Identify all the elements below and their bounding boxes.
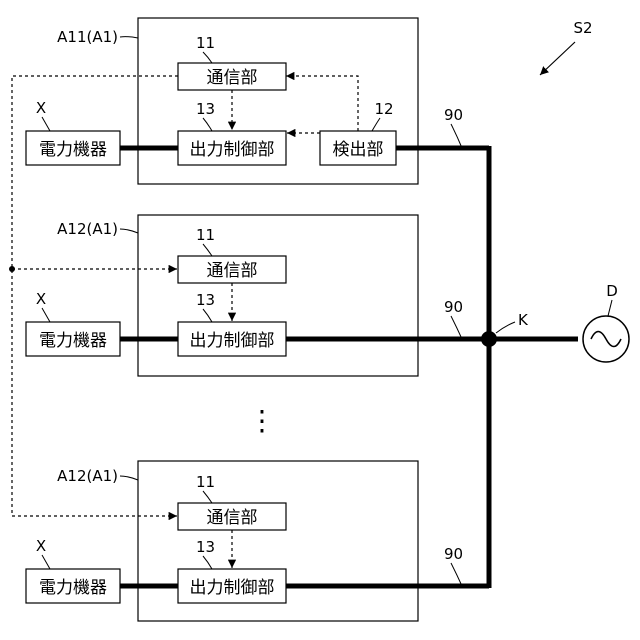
figure-label: S2 (573, 19, 592, 37)
detector-ref-a11: 12 (374, 100, 393, 118)
comm-label-a12-2: 通信部 (207, 508, 258, 528)
ellipsis: ⋮ (248, 404, 276, 437)
comm-ref-a12-2: 11 (196, 473, 215, 491)
device-leader-a11 (42, 117, 50, 131)
ctrl-leader-a12-2 (203, 556, 212, 569)
junction-leader (496, 322, 515, 333)
unit-label-a12-2: A12(A1) (57, 467, 118, 485)
line-leader-a12-1 (451, 316, 462, 339)
ctrl-label-a12-1: 出力制御部 (190, 331, 275, 351)
ctrl-label-a12-2: 出力制御部 (190, 578, 275, 598)
unit-label-a12-1: A12(A1) (57, 220, 118, 238)
ctrl-ref-a12-2: 13 (196, 538, 215, 556)
ctrl-leader-a11 (203, 118, 212, 131)
unit-label-a11: A11(A1) (57, 28, 118, 46)
comm-ref-a12-1: 11 (196, 226, 215, 244)
line-leader-a11 (451, 124, 462, 148)
line-leader-a12-2 (451, 563, 462, 586)
signal-detector-to-comm (286, 76, 358, 131)
device-ref-a11: X (36, 99, 46, 117)
comm-leader-a11 (203, 52, 212, 63)
source-label: D (606, 282, 618, 300)
ctrl-ref-a12-1: 13 (196, 291, 215, 309)
figure-label-arrow (540, 42, 575, 75)
unit-leader-a12-1 (120, 229, 138, 233)
ctrl-label-a11: 出力制御部 (190, 140, 275, 160)
ctrl-leader-a12-1 (203, 309, 212, 322)
line-ref-a11: 90 (444, 106, 463, 124)
ctrl-ref-a11: 13 (196, 100, 215, 118)
device-leader-a12-1 (42, 308, 50, 322)
comm-label-a12-1: 通信部 (207, 261, 258, 281)
ac-source-icon (583, 316, 629, 362)
source-leader (608, 300, 612, 316)
junction-k (481, 331, 497, 347)
detector-leader-a11 (372, 118, 380, 131)
device-label-a11: 電力機器 (39, 140, 107, 160)
comm-leader-a12-2 (203, 491, 212, 503)
unit-leader-a11 (120, 37, 138, 38)
comm-label-a11: 通信部 (207, 68, 258, 88)
comm-leader-a12-1 (203, 244, 212, 256)
device-ref-a12-2: X (36, 537, 46, 555)
line-ref-a12-1: 90 (444, 298, 463, 316)
line-ref-a12-2: 90 (444, 545, 463, 563)
device-leader-a12-2 (42, 555, 50, 569)
device-ref-a12-1: X (36, 290, 46, 308)
device-label-a12-1: 電力機器 (39, 331, 107, 351)
junction-label: K (518, 311, 529, 329)
detector-label-a11: 検出部 (333, 140, 384, 160)
comm-ref-a11: 11 (196, 34, 215, 52)
unit-leader-a12-2 (120, 476, 138, 480)
device-label-a12-2: 電力機器 (39, 578, 107, 598)
